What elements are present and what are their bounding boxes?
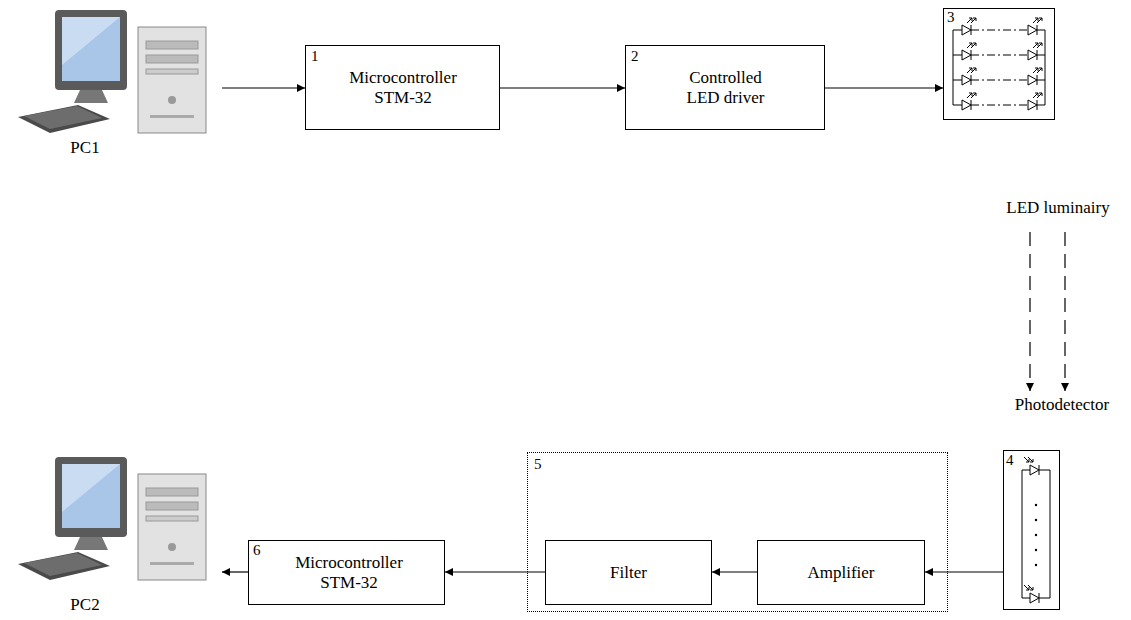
component-frame	[943, 8, 1055, 120]
label-text: Photodetector	[1003, 395, 1121, 415]
label-text: Microcontroller STM-32	[328, 46, 478, 129]
callout-number: 3	[947, 9, 955, 26]
signal-arrow	[500, 87, 625, 88]
signal-arrow	[712, 571, 757, 572]
process-box: 6 Microcontroller STM-32	[248, 540, 445, 605]
callout-number: 5	[534, 456, 542, 473]
light-beam-arrow	[1064, 232, 1065, 391]
process-box: 2 Controlled LED driver	[625, 45, 825, 130]
process-box: 1 Microcontroller STM-32	[305, 45, 500, 130]
callout-number: 1	[311, 48, 319, 65]
signal-arrow	[825, 87, 943, 88]
computer-icon: PC1	[10, 5, 222, 165]
photodetector-box: Photodetector 4	[1003, 395, 1121, 612]
process-box: Amplifier	[757, 540, 925, 605]
label-text: Controlled LED driver	[678, 46, 773, 129]
light-beam-arrow	[1029, 232, 1030, 391]
signal-conditioning-group: 5Amplifier Filter	[527, 452, 948, 612]
label-text: PC1	[10, 138, 160, 158]
luminaire-box: 3LED luminairy	[943, 8, 1118, 226]
component-frame	[1003, 450, 1060, 610]
callout-number: 6	[253, 542, 261, 559]
label-text: Filter	[546, 541, 711, 604]
computer-icon: PC2	[10, 450, 222, 615]
label-text: Amplifier	[758, 541, 924, 604]
signal-arrow	[222, 87, 305, 88]
signal-arrow	[925, 571, 1003, 572]
signal-arrow	[222, 571, 248, 572]
callout-number: 4	[1006, 452, 1014, 469]
label-text: Microcontroller STM-32	[274, 541, 424, 604]
label-text: PC2	[10, 595, 160, 615]
signal-arrow	[445, 571, 545, 572]
label-text: LED luminairy	[998, 198, 1118, 218]
callout-number: 2	[631, 48, 639, 65]
process-box: Filter	[545, 540, 712, 605]
